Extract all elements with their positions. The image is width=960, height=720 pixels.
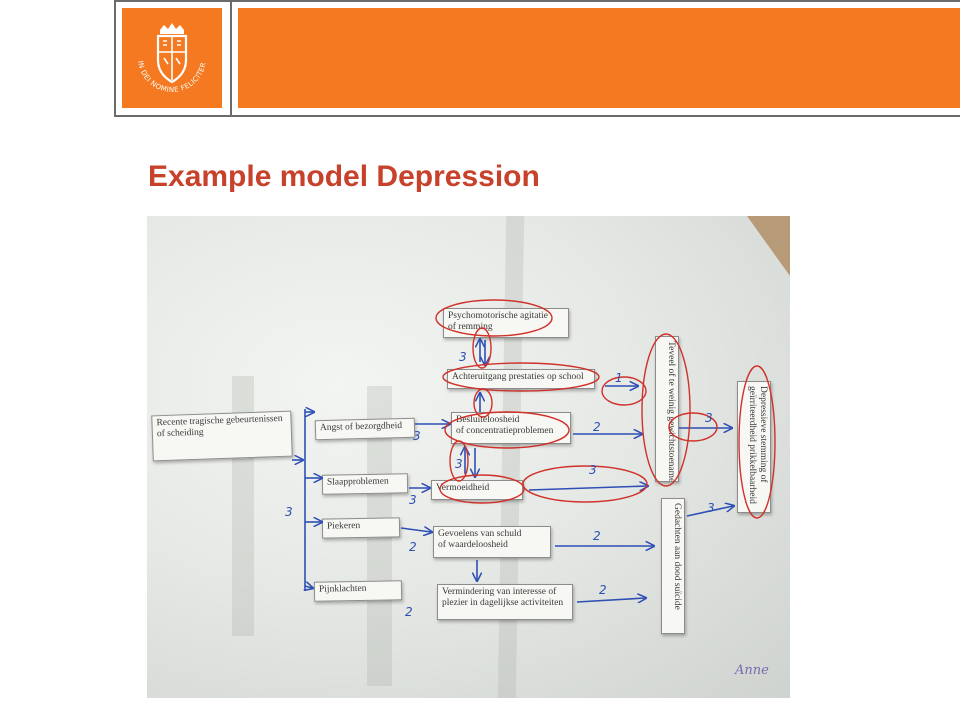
header-bottom-rule xyxy=(114,115,960,117)
page-title: Example model Depression xyxy=(148,160,540,193)
header-banner xyxy=(238,8,960,108)
weight-numbers: 3 3 2 2 3 3 3 1 2 3 3 2 2 3 xyxy=(285,350,715,619)
svg-text:2: 2 xyxy=(593,420,601,434)
card-vermindering: Vermindering van interesse of plezier in… xyxy=(437,584,573,620)
card-schuld: Gevoelens van schuld of waardeloosheid xyxy=(433,526,551,558)
svg-text:3: 3 xyxy=(589,463,597,477)
card-gedachten-dood: Gedachten aan dood suïcide xyxy=(661,498,685,634)
svg-text:3: 3 xyxy=(705,411,713,425)
university-crest-icon: IN DEI NOMINE FELICITER xyxy=(136,23,207,94)
svg-text:2: 2 xyxy=(593,529,601,543)
header-top-rule xyxy=(114,0,960,2)
svg-text:3: 3 xyxy=(409,493,417,507)
svg-text:2: 2 xyxy=(409,540,417,554)
model-photo: Recente tragische gebeurtenissen of sche… xyxy=(147,216,790,698)
svg-text:3: 3 xyxy=(455,457,463,471)
middle-arrows xyxy=(400,340,733,602)
svg-text:2: 2 xyxy=(405,605,413,619)
svg-text:3: 3 xyxy=(285,505,293,519)
header-divider-rule xyxy=(230,0,232,117)
svg-text:1: 1 xyxy=(615,371,623,385)
svg-text:3: 3 xyxy=(459,350,467,364)
card-achteruitgang: Achteruitgang prestaties op school xyxy=(447,369,595,389)
branch-arrows xyxy=(292,409,321,591)
card-psychomotorische: Psychomotorische agitatie of remming xyxy=(443,308,569,338)
card-vermoeidheid: Vermoeidheid xyxy=(431,480,523,500)
header-left-rule xyxy=(114,0,116,117)
svg-text:2: 2 xyxy=(599,583,607,597)
hand-annotations: 3 3 2 2 3 3 3 1 2 3 3 2 2 3 Anne xyxy=(285,299,776,678)
card-gewichtstoename: Teveel of te weinig gewichtstoename xyxy=(655,336,679,482)
signature: Anne xyxy=(734,663,769,678)
red-circles xyxy=(435,299,776,519)
svg-text:3: 3 xyxy=(413,429,421,443)
svg-text:3: 3 xyxy=(707,501,715,515)
university-logo: IN DEI NOMINE FELICITER xyxy=(122,8,222,108)
